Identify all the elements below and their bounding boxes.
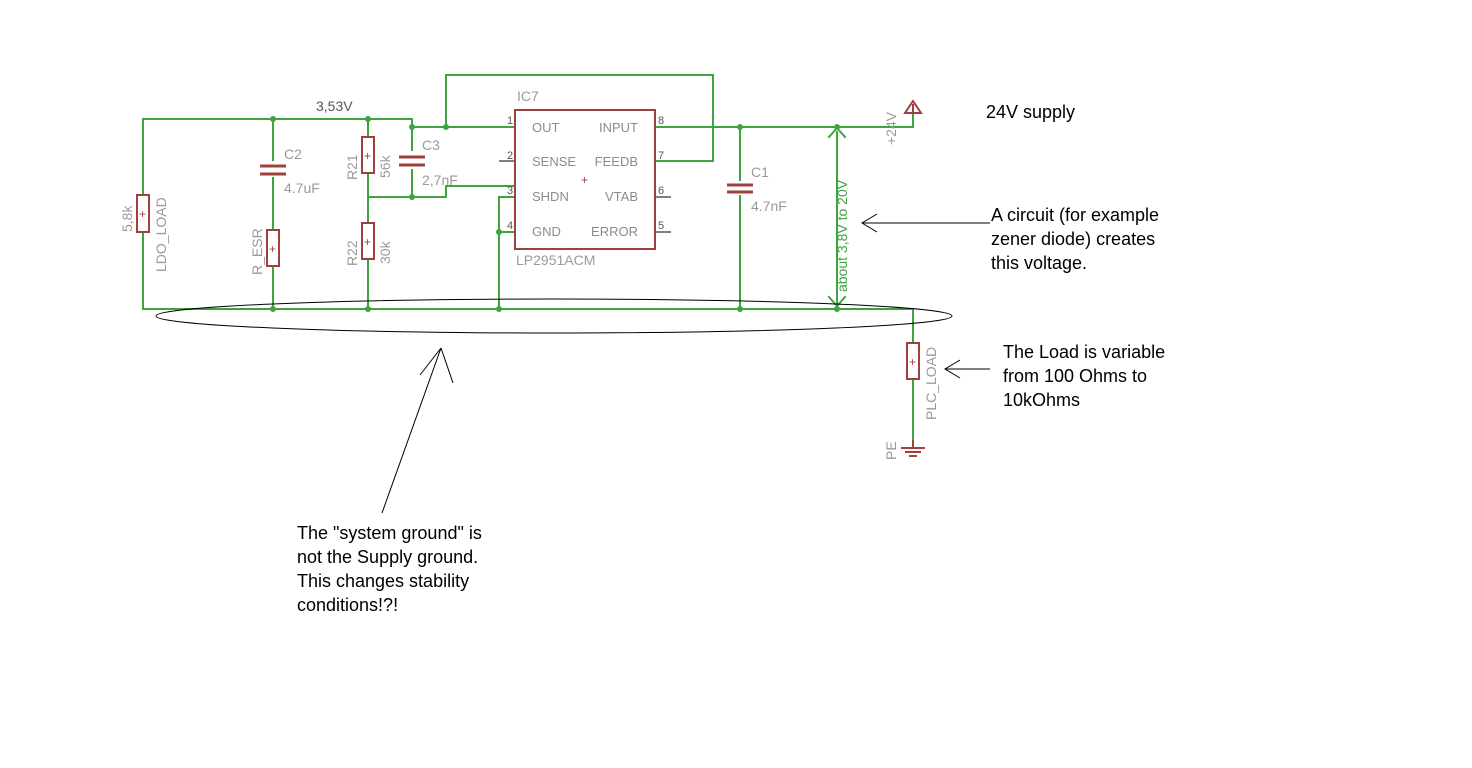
r22-value: 30k <box>377 240 393 264</box>
pin-7-number: 7 <box>658 150 664 162</box>
svg-text:+: + <box>364 235 371 249</box>
pin-8-number: 8 <box>658 115 664 127</box>
measured-voltage-label: about 3,8V to 20V <box>834 179 850 292</box>
ldo-load-value: 5,8k <box>119 205 135 232</box>
ldo-load-ref: LDO_LOAD <box>153 197 169 272</box>
load-note-line-2: from 100 Ohms to <box>1003 366 1147 386</box>
pin-vtab-label: VTAB <box>605 189 638 204</box>
r22-ref: R22 <box>344 240 360 266</box>
capacitor-c3[interactable]: C3 2,7nF <box>399 137 458 188</box>
ic-value: LP2951ACM <box>516 252 595 268</box>
junction-dots <box>270 116 840 312</box>
ground-pe-symbol: PE <box>883 440 925 460</box>
ground-symbol-label: PE <box>883 441 899 460</box>
c2-value: 4.7uF <box>284 180 320 196</box>
c1-ref: C1 <box>751 164 769 180</box>
svg-text:+: + <box>269 242 276 256</box>
pin-input-label: INPUT <box>599 120 638 135</box>
pin-out-label: OUT <box>532 120 560 135</box>
circuit-note-line-3: this voltage. <box>991 253 1087 273</box>
pin-5-number: 5 <box>658 220 664 232</box>
circuit-note-line-2: zener diode) creates <box>991 229 1155 249</box>
load-note-line-3: 10kOhms <box>1003 390 1080 410</box>
capacitor-c2[interactable]: C2 4.7uF <box>260 146 320 196</box>
resistor-plc-load[interactable]: + PLC_LOAD <box>906 342 939 420</box>
r21-ref: R21 <box>344 154 360 180</box>
resistor-r-esr[interactable]: + R_ESR <box>249 228 280 275</box>
ground-note-line-3: This changes stability <box>297 571 469 591</box>
load-note-line-1: The Load is variable <box>1003 342 1165 362</box>
ic7-regulator[interactable]: IC7 LP2951ACM + OUT SENSE SHDN GND INPUT… <box>499 88 671 268</box>
ground-note-line-1: The "system ground" is <box>297 523 482 543</box>
svg-text:+: + <box>139 207 146 221</box>
pin-sense-label: SENSE <box>532 154 576 169</box>
supply-note: 24V supply <box>986 102 1075 122</box>
annotations: 24V supply A circuit (for example zener … <box>155 102 1165 615</box>
svg-text:+: + <box>909 355 916 369</box>
r21-value: 56k <box>377 154 393 178</box>
pin-1-number: 1 <box>507 115 513 127</box>
pin-gnd-label: GND <box>532 224 561 239</box>
resistor-r21[interactable]: + R21 56k <box>344 136 393 180</box>
c3-value: 2,7nF <box>422 172 458 188</box>
output-voltage-label: 3,53V <box>316 98 353 114</box>
pin-2-number: 2 <box>507 150 513 162</box>
c1-value: 4.7nF <box>751 198 787 214</box>
ground-note-line-4: conditions!?! <box>297 595 398 615</box>
resistor-ldo-load[interactable]: + 5,8k LDO_LOAD <box>119 194 169 272</box>
pin-3-number: 3 <box>507 185 513 197</box>
capacitor-c1[interactable]: C1 4.7nF <box>727 164 787 214</box>
c3-ref: C3 <box>422 137 440 153</box>
supply-24v-symbol: +24V <box>883 99 923 145</box>
pin-feedb-label: FEEDB <box>595 154 638 169</box>
supply-symbol-label: +24V <box>883 111 899 145</box>
pin-shdn-label: SHDN <box>532 189 569 204</box>
svg-text:+: + <box>581 173 588 187</box>
plc-load-ref: PLC_LOAD <box>923 347 939 420</box>
ground-note-line-2: not the Supply ground. <box>297 547 478 567</box>
c2-ref: C2 <box>284 146 302 162</box>
circuit-note-line-1: A circuit (for example <box>991 205 1159 225</box>
pin-4-number: 4 <box>507 220 513 232</box>
resistor-r22[interactable]: + R22 30k <box>344 222 393 266</box>
ic-ref: IC7 <box>517 88 539 104</box>
r-esr-ref: R_ESR <box>249 228 265 275</box>
pin-6-number: 6 <box>658 185 664 197</box>
svg-text:+: + <box>364 149 371 163</box>
pin-error-label: ERROR <box>591 224 638 239</box>
